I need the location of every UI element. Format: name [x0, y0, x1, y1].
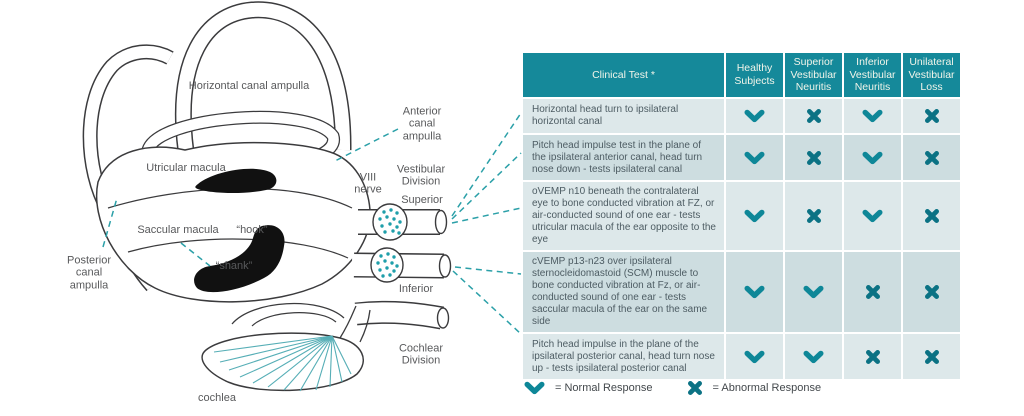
inferior-ganglion-dots [376, 252, 399, 278]
table-row-test-cell: oVEMP n10 beneath the contralateral eye … [523, 182, 724, 250]
test-label: Pitch head impulse in the plane of the i… [532, 338, 715, 374]
response-mark [785, 182, 842, 250]
response-mark [903, 135, 960, 180]
inferior-to-row5-pointer [452, 270, 522, 335]
superior-nerve-branch [356, 203, 448, 241]
label-utricular-macula: Utricular macula [146, 161, 226, 174]
label-saccular-macula: Saccular macula [137, 223, 219, 236]
response-mark [785, 99, 842, 133]
response-mark [726, 252, 783, 332]
legend-normal-label: = Normal Response [555, 382, 653, 394]
cross-icon [687, 380, 703, 396]
superior-ganglion-dots [378, 208, 402, 235]
response-mark [844, 252, 901, 332]
utricular-macula-shape [195, 168, 277, 194]
label-cochlear-division: Cochlear Division [398, 342, 444, 367]
superior-to-row1-pointer [451, 112, 522, 217]
response-mark [785, 252, 842, 332]
clinical-test-table: Clinical Test * Healthy Subjects Superio… [523, 53, 960, 379]
inner-ear-illustration [82, 1, 522, 392]
label-inferior: Inferior [398, 282, 434, 295]
response-mark [726, 182, 783, 250]
response-mark [903, 99, 960, 133]
cochlear-nerve-fibers [213, 335, 352, 392]
response-mark [844, 182, 901, 250]
legend: = Normal Response = Abnormal Response [524, 380, 821, 396]
label-cochlea: cochlea [198, 391, 236, 404]
column-header-inferior-vestibular-neuritis: Inferior Vestibular Neuritis [844, 53, 901, 97]
table-row-test-cell: cVEMP p13-n23 over ipsilateral sternocle… [523, 252, 724, 332]
cochlear-nerve-branch [352, 300, 450, 330]
table-row-test-cell: Horizontal head turn to ipsilateral hori… [523, 99, 724, 133]
inferior-nerve-branch [351, 247, 452, 283]
response-mark [726, 135, 783, 180]
label-anterior-canal-ampulla: Anterior canal ampulla [402, 105, 442, 143]
response-mark [844, 99, 901, 133]
response-mark [726, 334, 783, 379]
response-mark [903, 334, 960, 379]
label-hook: “hook” [236, 223, 268, 236]
response-mark [844, 334, 901, 379]
response-mark [903, 182, 960, 250]
legend-item-abnormal: = Abnormal Response [687, 380, 822, 396]
legend-item-normal: = Normal Response [524, 381, 653, 395]
response-mark [726, 99, 783, 133]
cochlea-shape [201, 302, 371, 392]
anterior-canal [174, 1, 352, 154]
label-shank: “shank” [215, 259, 253, 272]
saccule-boundary [127, 238, 349, 259]
posterior-ampulla-pointer [102, 197, 118, 248]
label-superior: Superior [401, 193, 443, 206]
column-header-healthy-subjects: Healthy Subjects [726, 53, 783, 97]
legend-abnormal-label: = Abnormal Response [712, 382, 822, 394]
label-vestibular-division: Vestibular Division [396, 163, 446, 188]
table-row-test-cell: Pitch head impulse in the plane of the i… [523, 334, 724, 379]
superior-to-row2-pointer [451, 152, 522, 220]
saccular-macula-hook-shank-shape [194, 225, 285, 293]
table-row-test-cell: Pitch head impulse test in the plane of … [523, 135, 724, 180]
inferior-to-row4-pointer [454, 266, 522, 275]
anterior-ampulla-pointer [332, 128, 399, 163]
pointer-dashed-lines [102, 112, 522, 335]
response-mark [785, 334, 842, 379]
superior-to-row3-pointer [451, 207, 522, 224]
response-mark [844, 135, 901, 180]
label-posterior-canal-ampulla: Posterior canal ampulla [66, 254, 112, 292]
response-mark [785, 135, 842, 180]
inner-ear-diagram: Horizontal canal ampulla Utricular macul… [66, 1, 522, 404]
test-label: cVEMP p13-n23 over ipsilateral sternocle… [532, 256, 708, 327]
test-label: oVEMP n10 beneath the contralateral eye … [532, 186, 716, 245]
column-header-clinical-test: Clinical Test * [523, 53, 724, 97]
response-mark [903, 252, 960, 332]
check-icon [524, 381, 545, 395]
label-horizontal-canal-ampulla: Horizontal canal ampulla [188, 79, 310, 92]
test-label: Pitch head impulse test in the plane of … [532, 139, 703, 175]
test-label: Horizontal head turn to ipsilateral hori… [532, 104, 679, 127]
label-viii-nerve: VIII nerve [354, 171, 382, 196]
column-header-superior-vestibular-neuritis: Superior Vestibular Neuritis [785, 53, 842, 97]
column-header-unilateral-vestibular-loss: Unilateral Vestibular Loss [903, 53, 960, 97]
